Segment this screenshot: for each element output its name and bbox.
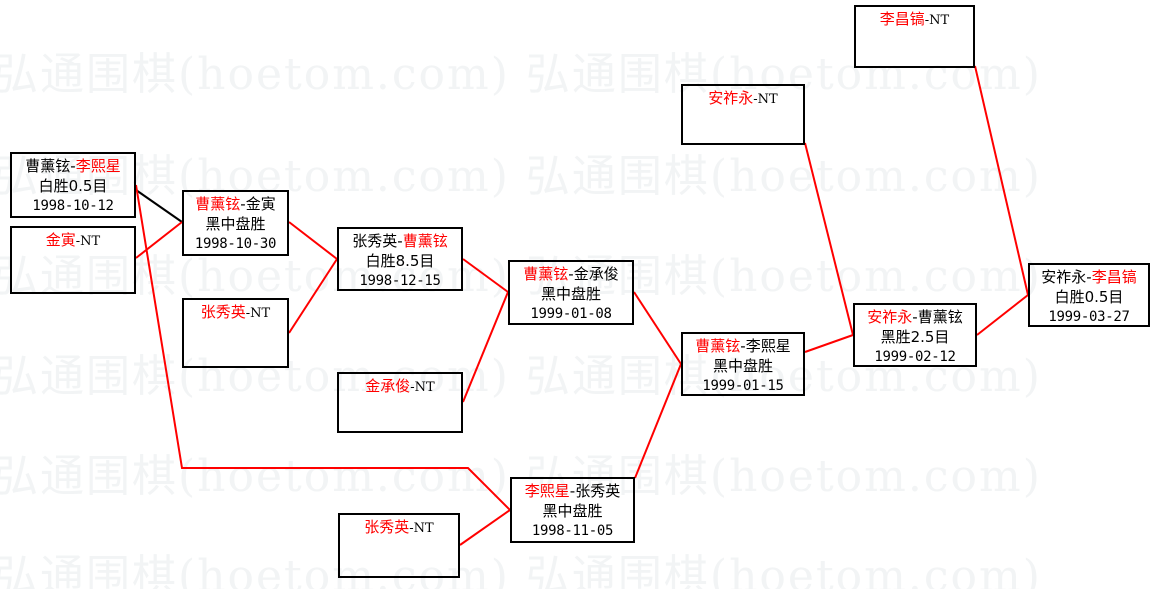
player-separator: - — [70, 157, 76, 175]
match-result: 白胜8.5目 — [365, 251, 435, 270]
seed-status-suffix: -NT — [245, 306, 271, 321]
bracket-edge-s5-to-m7 — [804, 142, 854, 336]
seed-label: 李昌镐-NT — [856, 10, 973, 30]
seed-player-name: 张秀英 — [200, 303, 246, 321]
bracket-edge-s2-to-m3 — [288, 258, 338, 334]
player-left: 曹薰铉 — [695, 337, 741, 355]
bracket-edge-s1-to-m2 — [135, 221, 183, 259]
player-left: 曹薰铉 — [25, 157, 71, 175]
node-players: 曹薰铉-金承俊 — [510, 265, 632, 285]
match-result: 黑中盘胜 — [540, 284, 601, 303]
seed-player-name: 金寅 — [45, 231, 76, 249]
player-right: 李熙星 — [75, 157, 121, 175]
node-players: 曹薰铉-金寅 — [184, 195, 287, 215]
player-left: 曹薰铉 — [195, 195, 241, 213]
seed-player-name: 安祚永 — [708, 89, 754, 107]
bracket-seed-box[interactable]: 张秀英-NT — [338, 513, 460, 578]
seed-status-suffix: -NT — [924, 13, 950, 28]
player-right: 李昌镐 — [1091, 268, 1137, 286]
bracket-match-box[interactable]: 曹薰铉-李熙星白胜0.5目 1998-10-12 — [10, 152, 136, 218]
match-result: 白胜0.5目 — [38, 176, 108, 195]
player-right: 金承俊 — [573, 265, 619, 283]
player-left: 张秀英 — [352, 232, 398, 250]
node-players: 安祚永-李昌镐 — [1030, 268, 1148, 288]
bracket-edge-m2-to-m3 — [288, 221, 338, 260]
node-players: 李熙星-张秀英 — [512, 482, 633, 502]
node-players: 曹薰铉-李熙星 — [12, 157, 134, 177]
player-right: 曹薰铉 — [917, 308, 963, 326]
player-separator: - — [569, 482, 576, 500]
match-date: 1999-02-12 — [874, 348, 956, 365]
watermark-text: 弘通围棋(hoetom.com) 弘通围棋(hoetom.com) — [0, 151, 1042, 202]
bracket-match-box[interactable]: 曹薰铉-李熙星黑中盘胜 1999-01-15 — [681, 332, 805, 396]
seed-status-suffix: -NT — [410, 380, 435, 395]
bracket-match-box[interactable]: 曹薰铉-金承俊黑中盘胜 1999-01-08 — [508, 260, 634, 325]
bracket-match-box[interactable]: 安祚永-曹薰铉黑胜2.5目 1999-02-12 — [853, 303, 977, 367]
match-date: 1999-01-08 — [530, 305, 612, 322]
player-right: 张秀英 — [575, 482, 621, 500]
player-left: 安祚永 — [867, 308, 913, 326]
node-players: 安祚永-曹薰铉 — [855, 308, 975, 328]
player-left: 李熙星 — [524, 482, 570, 500]
seed-status-suffix: -NT — [75, 234, 101, 249]
bracket-seed-box[interactable]: 金承俊-NT — [337, 372, 463, 433]
bracket-match-box[interactable]: 李熙星-张秀英黑中盘胜 1998-11-05 — [510, 477, 635, 543]
seed-player-name: 李昌镐 — [879, 10, 925, 28]
bracket-match-box[interactable]: 曹薰铉-金寅黑中盘胜 1998-10-30 — [182, 190, 289, 256]
bracket-edge-m1-to-m2 — [135, 189, 183, 223]
match-date: 1998-11-05 — [531, 522, 614, 539]
match-date: 1999-01-15 — [702, 377, 784, 394]
match-result: 黑中盘胜 — [712, 356, 773, 375]
bracket-match-box[interactable]: 张秀英-曹薰铉白胜8.5目 1998-12-15 — [337, 227, 463, 291]
player-separator: - — [568, 265, 574, 283]
bracket-edge-s3-to-m4 — [462, 291, 509, 403]
bracket-edge-m7-to-m8 — [976, 294, 1029, 336]
bracket-edge-m6-to-m5 — [634, 363, 682, 479]
player-right: 曹薰铉 — [402, 232, 448, 250]
seed-label: 安祚永-NT — [683, 89, 803, 109]
player-separator: - — [740, 337, 746, 355]
bracket-edge-m4-to-m5 — [633, 291, 682, 365]
seed-status-suffix: -NT — [753, 92, 778, 107]
seed-label: 金寅-NT — [12, 231, 134, 251]
player-right: 李熙星 — [745, 337, 791, 355]
watermark-text: 弘通围棋(hoetom.com) 弘通围棋(hoetom.com) — [0, 551, 1042, 589]
bracket-seed-box[interactable]: 安祚永-NT — [681, 84, 805, 145]
bracket-seed-box[interactable]: 李昌镐-NT — [854, 5, 975, 68]
bracket-edge-s4-to-m6 — [459, 509, 511, 546]
bracket-seed-box[interactable]: 金寅-NT — [10, 226, 136, 294]
bracket-match-box[interactable]: 安祚永-李昌镐白胜0.5目 1999-03-27 — [1028, 263, 1150, 327]
seed-status-suffix: -NT — [409, 521, 434, 536]
match-date: 1998-12-15 — [359, 272, 441, 289]
match-result: 黑中盘胜 — [542, 501, 603, 520]
seed-label: 张秀英-NT — [340, 518, 458, 538]
seed-player-name: 金承俊 — [365, 377, 411, 395]
seed-label: 张秀英-NT — [184, 303, 287, 323]
bracket-seed-box[interactable]: 张秀英-NT — [182, 298, 289, 368]
bracket-edge-m3-to-m4 — [462, 258, 509, 293]
player-separator: - — [1086, 268, 1092, 286]
seed-label: 金承俊-NT — [339, 377, 461, 397]
seed-player-name: 张秀英 — [364, 518, 410, 536]
player-left: 曹薰铉 — [523, 265, 569, 283]
player-left: 安祚永 — [1041, 268, 1087, 286]
match-date: 1999-03-27 — [1048, 308, 1130, 325]
match-result: 白胜0.5目 — [1054, 287, 1124, 306]
match-date: 1998-10-12 — [32, 197, 114, 214]
match-result: 黑胜2.5目 — [880, 327, 950, 346]
match-date: 1998-10-30 — [194, 235, 277, 252]
match-result: 黑中盘胜 — [205, 214, 266, 233]
bracket-edge-m5-to-m7 — [804, 334, 854, 353]
bracket-edge-s6-to-m8 — [974, 65, 1029, 296]
player-separator: - — [912, 308, 918, 326]
player-right: 金寅 — [245, 195, 276, 213]
node-players: 张秀英-曹薰铉 — [339, 232, 461, 252]
node-players: 曹薰铉-李熙星 — [683, 337, 803, 357]
